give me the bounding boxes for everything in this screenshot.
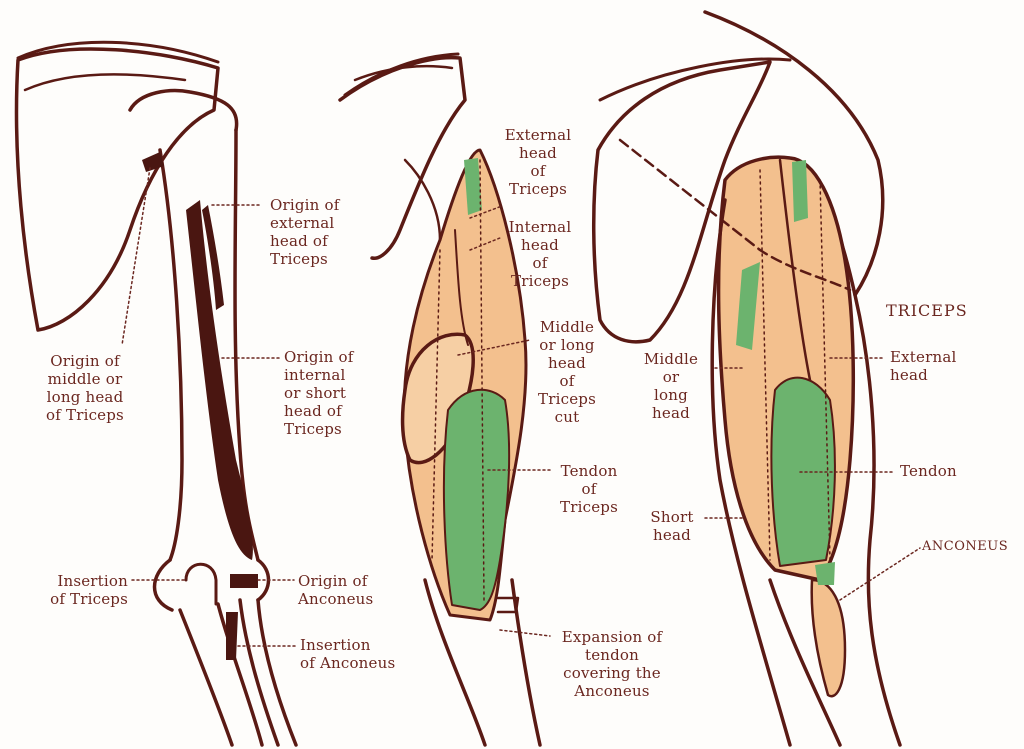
label-long-head-3: Middle or long head <box>640 350 702 422</box>
humerus-shaft-left <box>160 150 182 560</box>
radius-right <box>258 600 296 745</box>
long-head-origin-mark <box>142 152 164 172</box>
label-tendon-2: Tendon of Triceps <box>552 462 626 516</box>
clavicle-2 <box>345 54 458 95</box>
internal-head-origin-mark <box>186 200 253 560</box>
label-origin-internal-head: Origin of internal or short head of Tric… <box>284 348 353 438</box>
acromion <box>25 74 185 90</box>
label-tendon-3: Tendon <box>900 462 957 480</box>
anconeus-3 <box>812 580 845 696</box>
label-origin-anconeus: Origin of Anconeus <box>298 572 373 608</box>
anconeus-green-3 <box>815 562 835 585</box>
elbow-left-condyle <box>155 560 173 610</box>
label-long-head-cut-2: Middle or long head of Triceps cut <box>526 318 608 426</box>
acromion-2 <box>355 66 452 80</box>
label-short-head-3: Short head <box>644 508 700 544</box>
olecranon <box>186 564 216 604</box>
label-origin-external-head: Origin of external head of Triceps <box>270 196 339 268</box>
anconeus-origin-mark <box>230 574 258 588</box>
label-internal-head-2: Internal head of Triceps <box>494 218 586 290</box>
figure-title: TRICEPS <box>886 302 968 320</box>
label-expansion-2: Expansion of tendon covering the Anconeu… <box>552 628 672 700</box>
anconeus-insertion-mark <box>226 612 238 660</box>
external-green-3 <box>792 160 808 222</box>
humerus-head <box>130 91 237 130</box>
label-insertion-anconeus: Insertion of Anconeus <box>300 636 395 672</box>
label-external-head-3: External head <box>890 348 957 384</box>
label-external-head-2: External head of Triceps <box>496 126 580 198</box>
label-insertion-triceps: Insertion of Triceps <box>28 572 128 608</box>
label-anconeus-3: ANCONEUS <box>922 538 1008 556</box>
label-origin-long-head: Origin of middle or long head of Triceps <box>30 352 140 424</box>
